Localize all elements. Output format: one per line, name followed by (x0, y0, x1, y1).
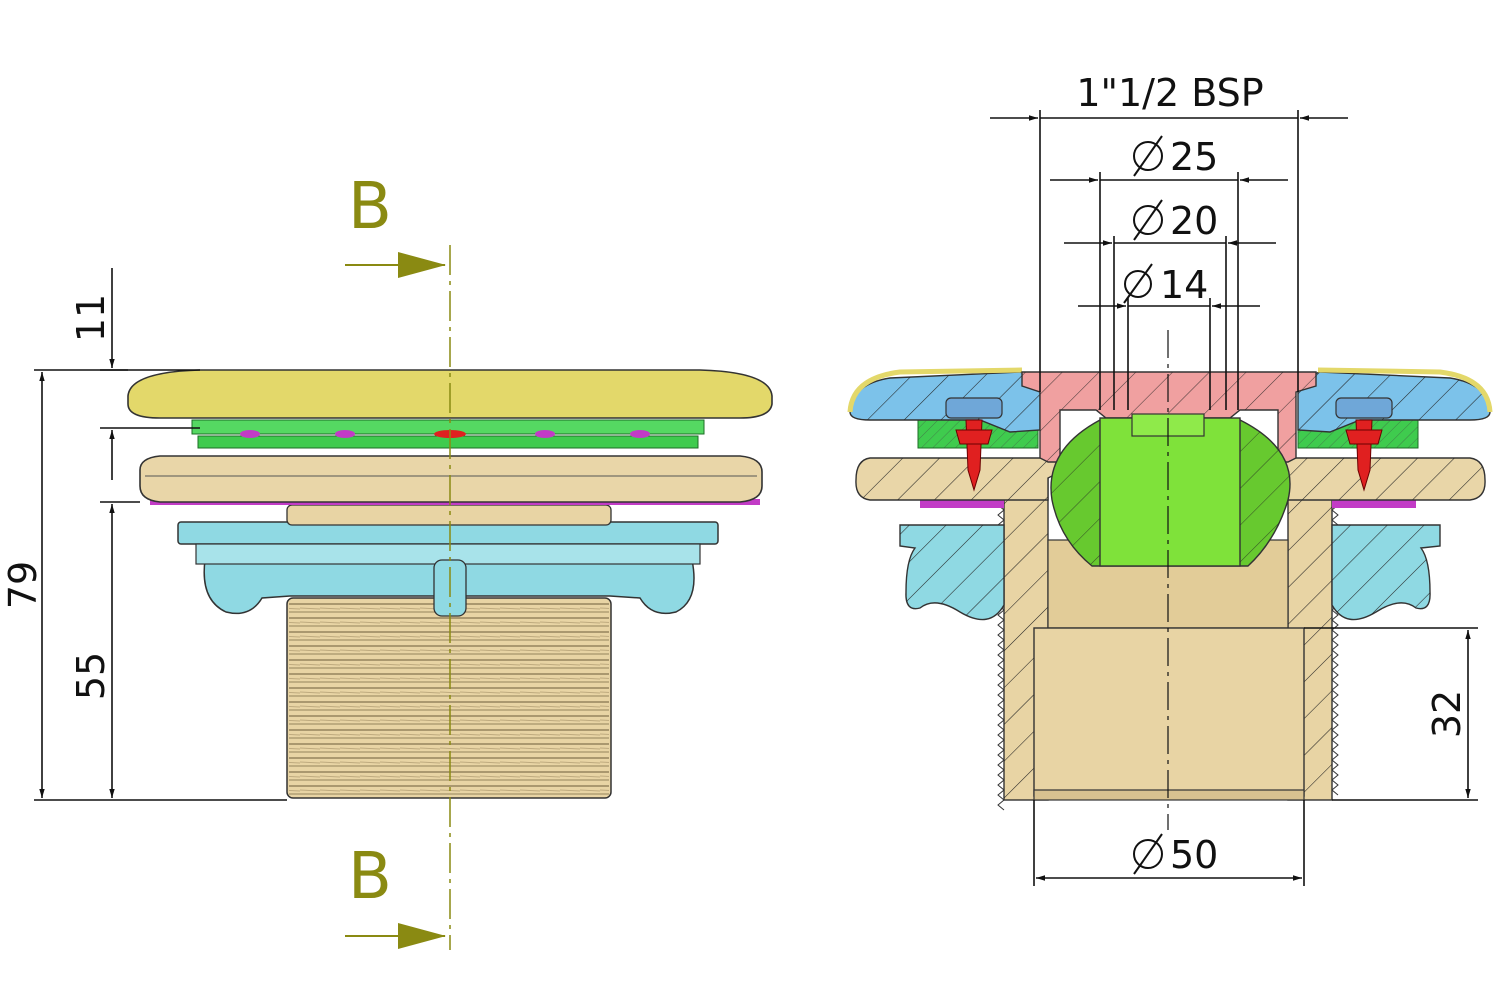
section-label-bottom: B (348, 840, 392, 914)
diameter-icon (1133, 833, 1163, 875)
dim-d25: 25 (1050, 135, 1288, 410)
dim-55-label: 55 (69, 652, 113, 700)
bore-socket (1033, 627, 1305, 797)
dim-d14: 14 (1078, 263, 1260, 410)
diameter-icon (1123, 263, 1153, 304)
dim-d25-label: 25 (1170, 135, 1218, 179)
dim-79: 79 (1, 369, 287, 801)
right-section-view: 1"1/2 BSP 25 20 (847, 71, 1493, 886)
section-label-top: B (348, 170, 392, 244)
screw-right (1335, 397, 1393, 492)
dim-32-label: 32 (1425, 690, 1469, 738)
diameter-icon (1133, 135, 1163, 177)
screw-left (945, 397, 1003, 492)
diameter-icon (1133, 199, 1163, 241)
cap-skin-right (1317, 367, 1493, 413)
left-external-view: B B 11 79 55 (1, 170, 773, 950)
dim-d50-label: 50 (1170, 833, 1218, 877)
dim-11: 11 (69, 268, 200, 480)
dim-d20-label: 20 (1170, 199, 1218, 243)
dim-d50: 50 (1033, 800, 1305, 886)
body-neck (286, 504, 612, 526)
section-arrow-bottom: B (345, 840, 446, 949)
dim-55: 55 (69, 501, 140, 798)
gasket-magenta-left (920, 500, 1004, 508)
dim-32: 32 (1304, 627, 1478, 801)
dim-d14-label: 14 (1160, 263, 1208, 307)
thread-texture (289, 600, 609, 796)
gasket-magenta-right (1332, 500, 1416, 508)
dim-79-label: 79 (1, 561, 45, 609)
dim-bsp-label: 1"1/2 BSP (1076, 71, 1263, 115)
cap-skin-left (847, 367, 1023, 413)
jet-nozzle (1099, 417, 1241, 567)
dim-d20: 20 (1064, 199, 1276, 410)
dim-11-label: 11 (69, 294, 113, 342)
dim-bsp: 1"1/2 BSP (990, 71, 1348, 392)
flange (139, 455, 763, 503)
section-arrow-top: B (345, 170, 446, 278)
